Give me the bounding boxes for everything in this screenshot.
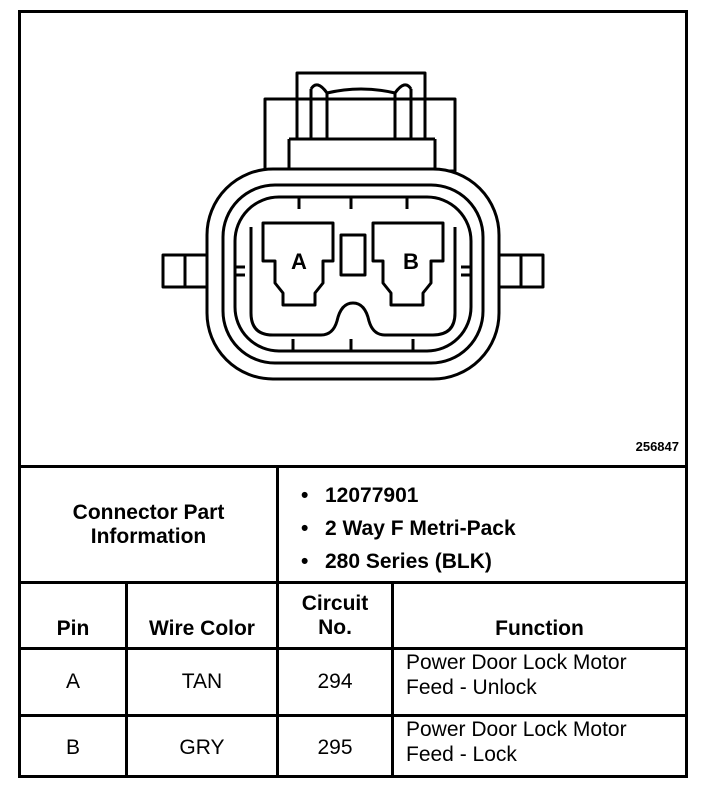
divider: [125, 581, 128, 778]
table-row-b-circuit: 295: [317, 735, 353, 759]
header-wire-color: Wire Color: [128, 584, 276, 647]
pin-b-label: B: [403, 249, 419, 274]
table-row-b-function-line1: Power Door Lock Motor: [406, 718, 627, 741]
divider: [276, 465, 279, 581]
connector-info-item: 2 Way F Metri-Pack: [301, 512, 516, 545]
connector-info-sheet: A B 256847 Connector Part Information 12…: [18, 10, 688, 778]
header-circuit-line1: Circuit: [301, 591, 369, 615]
header-wire-color-text: Wire Color: [149, 617, 255, 640]
table-row-a-wire-color: TAN: [181, 670, 223, 693]
pin-a-cavity: [261, 221, 335, 307]
connector-diagram: A B: [161, 71, 545, 381]
connector-info-list: 12077901 2 Way F Metri-Pack 280 Series (…: [301, 479, 516, 578]
connector-info-label: Connector Part Information: [21, 468, 276, 581]
header-function: Function: [394, 584, 685, 647]
table-row-b-pin: B: [65, 735, 80, 759]
pin-b-cavity: [371, 221, 445, 307]
table-row-a-pin: A: [65, 670, 80, 693]
header-pin: Pin: [21, 584, 125, 647]
table-row-a-function: Power Door Lock Motor Feed - Unlock: [394, 650, 685, 714]
header-circuit-line2: No.: [318, 615, 352, 639]
divider: [21, 581, 685, 584]
connector-info-item: 12077901: [301, 479, 516, 512]
header-pin-text: Pin: [56, 617, 90, 640]
center-key: [339, 233, 367, 277]
table-row-a-circuit: 294: [317, 670, 353, 693]
connector-info-label-line2: Information: [90, 524, 207, 548]
table-row-b-wire-color: GRY: [179, 735, 225, 759]
figure-id: 256847: [635, 439, 679, 454]
header-circuit-no: Circuit No.: [279, 584, 391, 647]
table-row-b-function-line2: Feed - Lock: [406, 743, 517, 766]
header-function-text: Function: [495, 617, 584, 640]
pin-a-label: A: [291, 249, 307, 274]
divider: [21, 465, 685, 468]
divider: [276, 581, 279, 778]
divider: [21, 714, 685, 717]
table-row-a-function-line2: Feed - Unlock: [406, 676, 537, 699]
divider: [21, 647, 685, 650]
connector-info-label-line1: Connector Part: [72, 500, 225, 524]
divider: [391, 581, 394, 778]
table-row-b-function: Power Door Lock Motor Feed - Lock: [394, 717, 685, 778]
connector-info-item: 280 Series (BLK): [301, 545, 516, 578]
table-row-a-function-line1: Power Door Lock Motor: [406, 651, 627, 674]
connector-latch: [263, 71, 457, 173]
